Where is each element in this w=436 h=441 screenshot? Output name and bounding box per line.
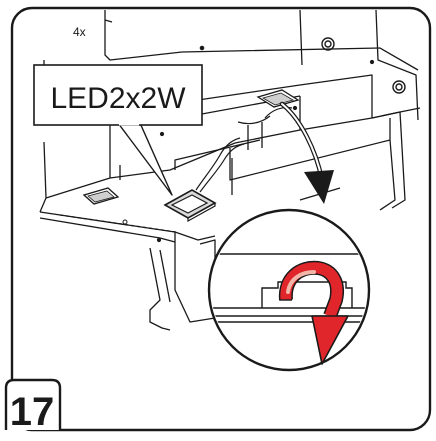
step-number: 17 (10, 390, 55, 434)
detail-pointer-arrow (279, 101, 334, 204)
led-slot-left (82, 187, 120, 205)
screw-details (122, 45, 375, 243)
callout-label: LED2x2W (50, 82, 186, 115)
led-module (163, 189, 217, 223)
cable-gland-top (321, 37, 406, 94)
detail-arrow-head (304, 170, 334, 204)
callout-box (33, 64, 203, 126)
step-number-badge: 17 (4, 378, 62, 434)
callout: LED2x2W (33, 64, 203, 196)
quantity-label: 4x (73, 25, 86, 39)
magnified-detail (207, 208, 371, 372)
led-cables (195, 106, 293, 193)
rotation-arrow (278, 260, 349, 365)
outer-frame (10, 6, 432, 432)
led-slot-rear (256, 89, 300, 108)
hood-canopy (39, 9, 421, 331)
